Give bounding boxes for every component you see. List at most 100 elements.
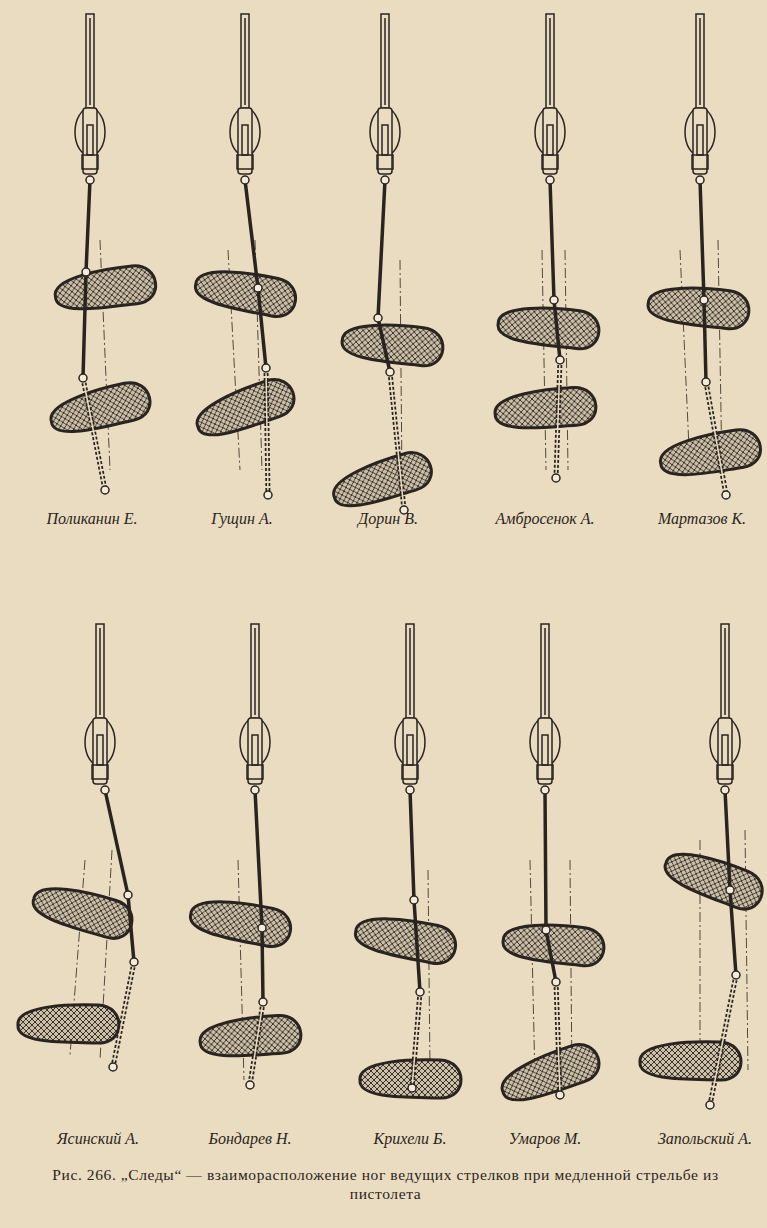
joint-dot	[241, 176, 249, 184]
body-line	[556, 360, 560, 478]
footprint	[53, 263, 158, 315]
joint-dot	[541, 786, 549, 794]
pistol	[710, 624, 740, 784]
pistol	[75, 14, 105, 174]
body-line	[545, 790, 556, 982]
joint-dot	[258, 924, 266, 932]
pistol	[85, 624, 115, 784]
joint-dot	[552, 978, 560, 986]
pistol	[370, 14, 400, 174]
joint-dot	[109, 1063, 117, 1071]
joint-dot	[101, 486, 109, 494]
body-line	[706, 382, 726, 495]
shooter-stance	[493, 14, 600, 482]
body-line	[550, 180, 560, 360]
body-line	[245, 180, 266, 368]
body-line	[410, 790, 420, 992]
body-line	[113, 962, 134, 1067]
pistol	[530, 624, 560, 784]
body-line	[556, 982, 560, 1095]
footprint	[660, 844, 767, 915]
pistol	[230, 14, 260, 174]
footprint	[188, 894, 294, 949]
joint-dot	[702, 378, 710, 386]
figure-caption: Рис. 266. „Следы“ — взаиморасположение н…	[18, 1166, 753, 1203]
body-line	[266, 368, 268, 495]
shooter-stance	[496, 624, 606, 1109]
footprint	[191, 374, 299, 445]
footprint	[497, 303, 601, 350]
body-line	[390, 372, 404, 510]
footprint	[29, 879, 137, 942]
joint-dot	[374, 314, 382, 322]
pistol	[535, 14, 565, 174]
body-line	[556, 982, 560, 1095]
joint-dot	[732, 971, 740, 979]
joint-dot	[251, 786, 259, 794]
footprint	[328, 447, 436, 515]
footprint	[657, 426, 763, 481]
axis-line	[565, 250, 568, 470]
joint-dot	[124, 891, 132, 899]
shooter-stance	[191, 14, 299, 499]
axis-line	[680, 250, 690, 470]
joint-dot	[726, 886, 734, 894]
shooter-name: Ясинский А.	[57, 1130, 139, 1148]
shooter-name: Гущин А.	[211, 510, 272, 528]
body-line	[390, 372, 404, 510]
joint-dot	[79, 374, 87, 382]
joint-dot	[410, 896, 418, 904]
shooter-name: Дорин В.	[358, 510, 418, 528]
axis-line	[745, 830, 748, 1070]
joint-dot	[416, 988, 424, 996]
footprint	[647, 283, 751, 330]
body-line	[378, 180, 390, 372]
body-line	[412, 992, 420, 1088]
joint-dot	[696, 176, 704, 184]
body-line	[725, 790, 736, 975]
joint-dot	[254, 284, 262, 292]
shooter-name: Мартазов К.	[658, 510, 746, 528]
shooter-stance	[18, 624, 138, 1071]
body-line	[706, 382, 726, 495]
shooter-stance	[353, 624, 461, 1098]
body-line	[83, 378, 105, 490]
body-line	[83, 378, 105, 490]
footprint	[18, 1005, 119, 1043]
shooter-stance	[47, 14, 158, 494]
body-line	[255, 790, 263, 1002]
shooter-stance	[647, 14, 764, 499]
joint-dot	[706, 1101, 714, 1109]
body-line	[556, 360, 560, 478]
body-line	[266, 368, 268, 495]
shooter-name: Поликанин Е.	[47, 510, 138, 528]
shooter-stance	[640, 624, 767, 1109]
joint-dot	[82, 268, 90, 276]
shooter-name: Амбросенок А.	[495, 510, 594, 528]
body-line	[710, 975, 736, 1105]
footprint	[341, 320, 445, 367]
joint-dot	[406, 786, 414, 794]
joint-dot	[552, 474, 560, 482]
joint-dot	[386, 368, 394, 376]
footprint	[47, 378, 154, 440]
shooter-name: Запольский А.	[658, 1130, 752, 1148]
pistol	[395, 624, 425, 784]
joint-dot	[130, 958, 138, 966]
body-line	[700, 180, 706, 382]
joint-dot	[408, 1084, 416, 1092]
body-line	[710, 975, 736, 1105]
pistol	[685, 14, 715, 174]
axis-line	[428, 870, 430, 1070]
joint-dot	[101, 786, 109, 794]
body-line	[250, 1002, 263, 1085]
shooter-name: Крихели Б.	[374, 1130, 447, 1148]
axis-line	[542, 250, 546, 470]
joint-dot	[722, 491, 730, 499]
joint-dot	[556, 356, 564, 364]
joint-dot	[86, 176, 94, 184]
joint-dot	[542, 926, 550, 934]
joint-dot	[721, 786, 729, 794]
footprint	[198, 1013, 302, 1060]
joint-dot	[246, 1081, 254, 1089]
